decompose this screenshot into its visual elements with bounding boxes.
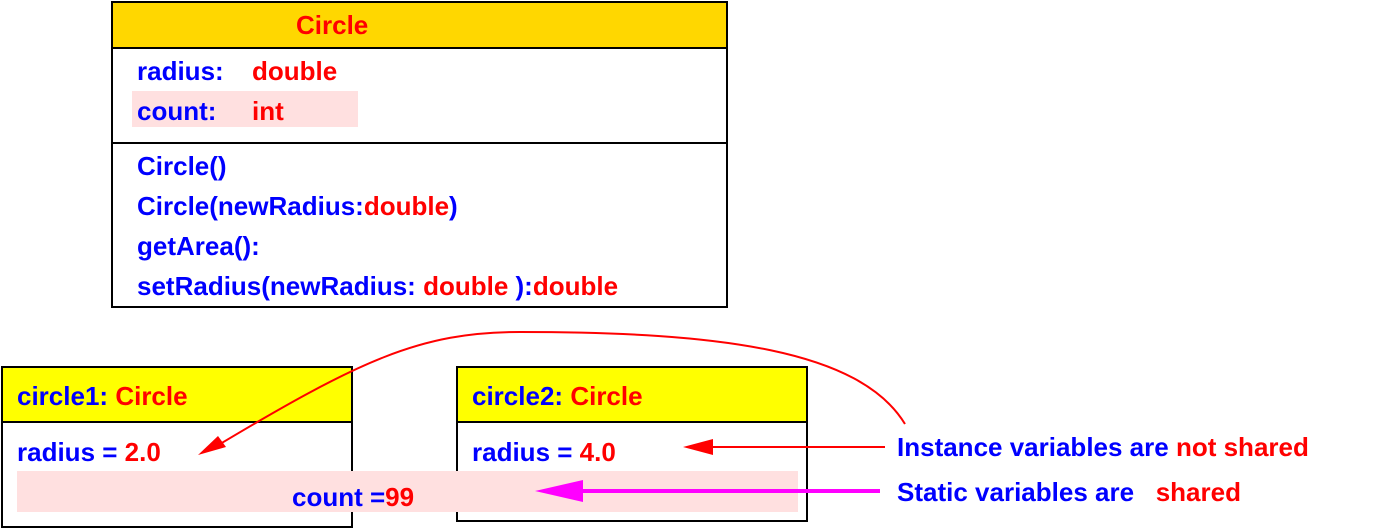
methods-divider: [113, 142, 726, 144]
method-close: ): [449, 191, 458, 221]
count-label: count =: [292, 482, 386, 512]
attr-count-name: count:: [137, 96, 217, 126]
method-close: ):: [515, 271, 533, 301]
circle1-radius: radius = 2.0: [17, 437, 161, 467]
method-constructor-radius: Circle(newRadius:double): [137, 191, 458, 221]
object-header: [458, 368, 806, 423]
circle1-title: circle1: Circle: [17, 381, 188, 411]
method-getarea: getArea():: [137, 231, 260, 261]
object-header: [3, 368, 351, 423]
arrowhead-circle2: [683, 439, 713, 455]
arrowhead-circle1: [198, 436, 226, 455]
attr-count-type: int: [252, 96, 284, 126]
method-text: Circle(newRadius:: [137, 191, 364, 221]
object-type: Circle: [570, 381, 643, 411]
method-text: setRadius(newRadius:: [137, 271, 416, 301]
attr-radius-type: double: [252, 56, 338, 86]
method-type: double: [423, 271, 509, 301]
instance-note: Instance variables are not shared: [897, 432, 1309, 462]
object-name: circle1:: [17, 381, 109, 411]
circle2-radius: radius = 4.0: [472, 437, 616, 467]
method-return: double: [532, 271, 619, 301]
instance-curve-arrow: [209, 330, 906, 451]
note-emphasis: not shared: [1175, 432, 1309, 462]
note-text: Static variables are: [897, 477, 1135, 507]
note-emphasis: shared: [1155, 477, 1241, 507]
note-text: Instance variables are: [897, 432, 1169, 462]
class-name: Circle: [296, 10, 369, 40]
method-type: double: [363, 191, 450, 221]
radius-label: radius =: [17, 437, 118, 467]
object-type: Circle: [115, 381, 188, 411]
class-box: [111, 1, 728, 308]
class-header: [113, 3, 726, 49]
count-value: 99: [385, 482, 415, 512]
circle2-title: circle2: Circle: [472, 381, 643, 411]
radius-value: 4.0: [579, 437, 616, 467]
attr-radius-name: radius:: [137, 56, 224, 86]
object-name: circle2:: [472, 381, 564, 411]
method-setradius: setRadius(newRadius: double ):double: [137, 271, 618, 301]
count-highlight: [132, 91, 358, 127]
arrowhead-count: [535, 480, 583, 502]
shared-count: count =99: [292, 482, 414, 512]
static-note: Static variables are shared: [897, 477, 1241, 507]
radius-value: 2.0: [124, 437, 161, 467]
method-constructor: Circle(): [137, 151, 227, 181]
radius-label: radius =: [472, 437, 573, 467]
